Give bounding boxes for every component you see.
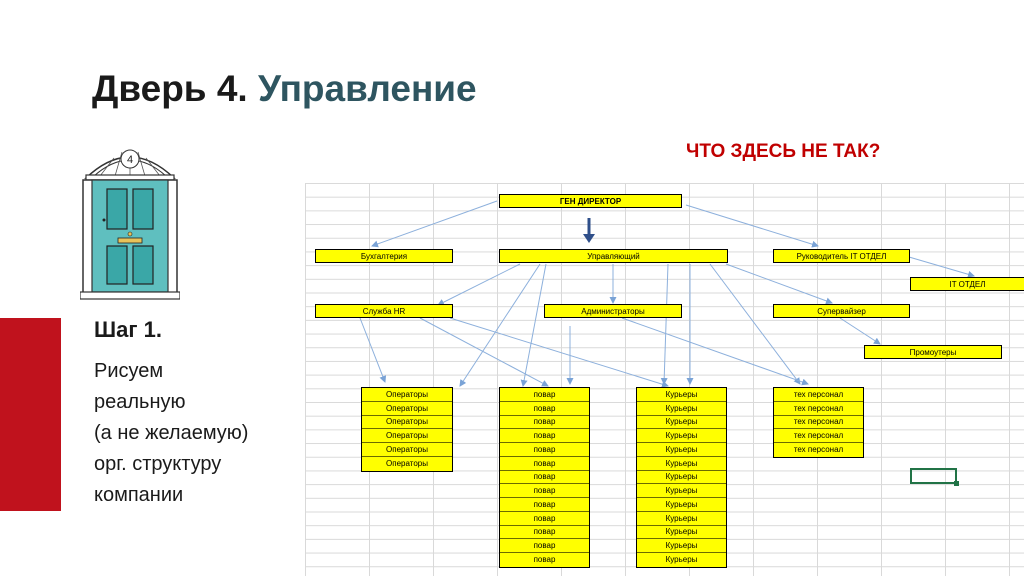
courier-cell: Курьеры xyxy=(637,526,726,540)
step-title: Шаг 1. xyxy=(94,317,162,342)
tech-staff-cell: тех персонал xyxy=(774,388,863,402)
courier-cell: Курьеры xyxy=(637,484,726,498)
courier-cell: Курьеры xyxy=(637,402,726,416)
courier-cell: Курьеры xyxy=(637,539,726,553)
door-icon: 4 xyxy=(80,149,180,300)
operators-cell: Операторы xyxy=(386,459,428,469)
hr-box: Служба HR xyxy=(315,304,453,318)
courier-cell: Курьеры xyxy=(637,471,726,485)
courier-cell: Курьеры xyxy=(637,443,726,457)
step-line: реальную xyxy=(94,391,186,413)
it-head-box: Руководитель IT ОТДЕЛ xyxy=(773,249,910,263)
cook-cell: повар xyxy=(500,539,589,553)
gen-director-box: ГЕН ДИРЕКТОР xyxy=(499,194,682,208)
operators-cell: Операторы xyxy=(362,443,452,457)
operators-cell: Операторы xyxy=(362,416,452,430)
step-line: компании xyxy=(94,484,184,506)
accent-bar xyxy=(0,318,61,511)
supervisor-box: Супервайзер xyxy=(773,304,910,318)
operators-column: Операторы Операторы Операторы Операторы … xyxy=(361,387,453,472)
courier-cell: Курьеры xyxy=(637,388,726,402)
operators-cell: Операторы xyxy=(362,429,452,443)
cook-cell: повар xyxy=(500,512,589,526)
cook-cell: повар xyxy=(533,555,556,565)
cook-cell: повар xyxy=(500,443,589,457)
accounting-box: Бухгалтерия xyxy=(315,249,453,263)
tech-staff-column: тех персонал тех персонал тех персонал т… xyxy=(773,387,864,458)
courier-cell: Курьеры xyxy=(665,555,698,565)
courier-cell: Курьеры xyxy=(637,457,726,471)
courier-cell: Курьеры xyxy=(637,416,726,430)
step-line: орг. структуру xyxy=(94,453,222,475)
courier-cell: Курьеры xyxy=(637,498,726,512)
cook-cell: повар xyxy=(500,498,589,512)
cook-cell: повар xyxy=(500,484,589,498)
courier-cell: Курьеры xyxy=(637,512,726,526)
courier-cell: Курьеры xyxy=(637,429,726,443)
cook-cell: повар xyxy=(500,388,589,402)
operators-cell: Операторы xyxy=(362,388,452,402)
cook-cell: повар xyxy=(500,416,589,430)
cook-cell: повар xyxy=(500,429,589,443)
tech-staff-cell: тех персонал xyxy=(774,429,863,443)
slide-title: Дверь 4. Управление xyxy=(92,68,477,110)
operators-cell: Операторы xyxy=(362,402,452,416)
step-line: Рисуем xyxy=(94,360,164,382)
manager-box: Управляющий xyxy=(499,249,728,263)
promoters-box: Промоутеры xyxy=(864,345,1002,359)
door-number: 4 xyxy=(127,154,133,166)
title-main: Дверь 4. xyxy=(92,68,248,109)
cooks-column: повар повар повар повар повар повар пова… xyxy=(499,387,590,568)
cook-cell: повар xyxy=(500,526,589,540)
it-dept-box: IT ОТДЕЛ xyxy=(910,277,1024,291)
tech-staff-cell: тех персонал xyxy=(774,416,863,430)
cook-cell: повар xyxy=(500,402,589,416)
admins-box: Администраторы xyxy=(544,304,682,318)
tech-staff-cell: тех персонал xyxy=(774,402,863,416)
step-description: Рисуем реальную (а не желаемую) орг. стр… xyxy=(94,356,294,511)
cook-cell: повар xyxy=(500,457,589,471)
tech-staff-cell: тех персонал xyxy=(793,445,844,455)
couriers-column: Курьеры Курьеры Курьеры Курьеры Курьеры … xyxy=(636,387,727,568)
question-text: ЧТО ЗДЕСЬ НЕ ТАК? xyxy=(686,141,881,162)
selected-cell[interactable] xyxy=(910,468,959,486)
step-line: (а не желаемую) xyxy=(94,422,249,444)
cook-cell: повар xyxy=(500,471,589,485)
title-accent: Управление xyxy=(257,68,477,109)
